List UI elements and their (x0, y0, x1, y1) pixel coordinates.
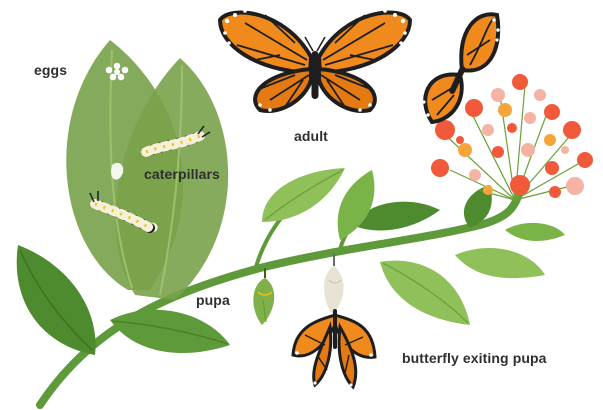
chrysalis (253, 268, 274, 325)
leaf-bottom (110, 310, 230, 353)
label-butterfly-exiting-pupa: butterfly exiting pupa (402, 350, 547, 366)
label-caterpillars: caterpillars (144, 166, 220, 182)
leaf-lower-left (17, 245, 96, 355)
butterfly-on-flower (422, 14, 499, 122)
adult-butterfly (220, 9, 410, 112)
leaf-right-tip (505, 223, 565, 241)
label-eggs: eggs (34, 62, 67, 78)
label-adult: adult (294, 128, 328, 144)
label-pupa: pupa (196, 292, 230, 308)
leaf-right-far (455, 248, 545, 278)
butterfly-exiting-pupa (293, 309, 375, 387)
leaf-right-lower (380, 261, 470, 325)
empty-pupa-shell (324, 253, 344, 314)
